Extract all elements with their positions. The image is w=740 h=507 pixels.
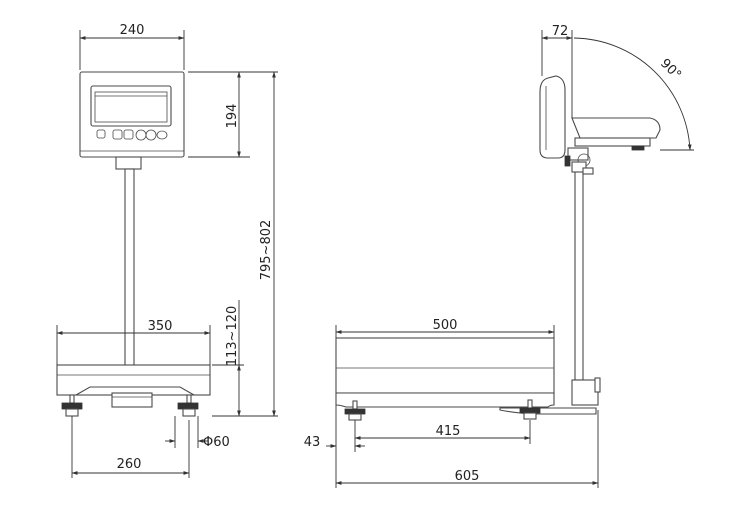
front-neck bbox=[115, 156, 142, 170]
side-foot-front-pad bbox=[344, 408, 366, 415]
dim-front-head-height: 194 bbox=[225, 104, 240, 129]
front-foot-left-stem bbox=[69, 394, 75, 404]
side-platform-frame bbox=[335, 392, 555, 408]
front-foot-right-stem bbox=[186, 394, 192, 404]
front-display-housing bbox=[79, 71, 185, 158]
side-support-foot bbox=[499, 407, 597, 415]
dim-front-base-width: 350 bbox=[148, 319, 173, 334]
side-platform bbox=[335, 337, 555, 394]
side-foot-front-stem bbox=[352, 400, 358, 410]
front-lcd-panel bbox=[90, 85, 172, 127]
side-column bbox=[574, 169, 584, 381]
side-tray bbox=[571, 117, 661, 139]
front-underframe bbox=[75, 386, 195, 396]
front-key-4 bbox=[145, 129, 157, 141]
front-power-key bbox=[156, 130, 168, 140]
side-foot-rear-pad bbox=[519, 407, 541, 414]
dim-front-base-height: 113~120 bbox=[225, 306, 240, 367]
front-foot-left-pad bbox=[61, 402, 83, 410]
side-display-head bbox=[539, 75, 566, 159]
dim-front-foot-span: 260 bbox=[117, 457, 142, 472]
side-tilt-arc bbox=[573, 37, 692, 151]
front-keypad-buttons bbox=[96, 129, 106, 139]
dim-side-total-length: 605 bbox=[455, 469, 480, 484]
dim-side-foot-span: 415 bbox=[436, 424, 461, 439]
front-column bbox=[124, 168, 135, 368]
front-load-cell bbox=[111, 392, 153, 408]
front-key-1 bbox=[112, 129, 123, 140]
front-foot-right-pad bbox=[177, 402, 199, 410]
dim-front-foot-dia: Φ60 bbox=[203, 435, 230, 450]
dim-side-platform-length: 500 bbox=[433, 318, 458, 333]
side-view: 72 90° 500 43 415 605 bbox=[304, 24, 694, 488]
dim-front-total-height: 795~802 bbox=[259, 220, 274, 281]
front-key-2 bbox=[123, 129, 134, 140]
front-lcd-window bbox=[94, 91, 168, 123]
front-view: 240 194 795~802 113~120 350 Φ60 260 bbox=[56, 23, 278, 478]
side-foot-rear-stem bbox=[527, 399, 533, 409]
dim-front-width-top: 240 bbox=[120, 23, 145, 38]
dim-side-tilt-offset: 72 bbox=[552, 24, 569, 39]
side-column-base bbox=[571, 379, 599, 406]
dim-side-foot-offset: 43 bbox=[304, 435, 321, 450]
